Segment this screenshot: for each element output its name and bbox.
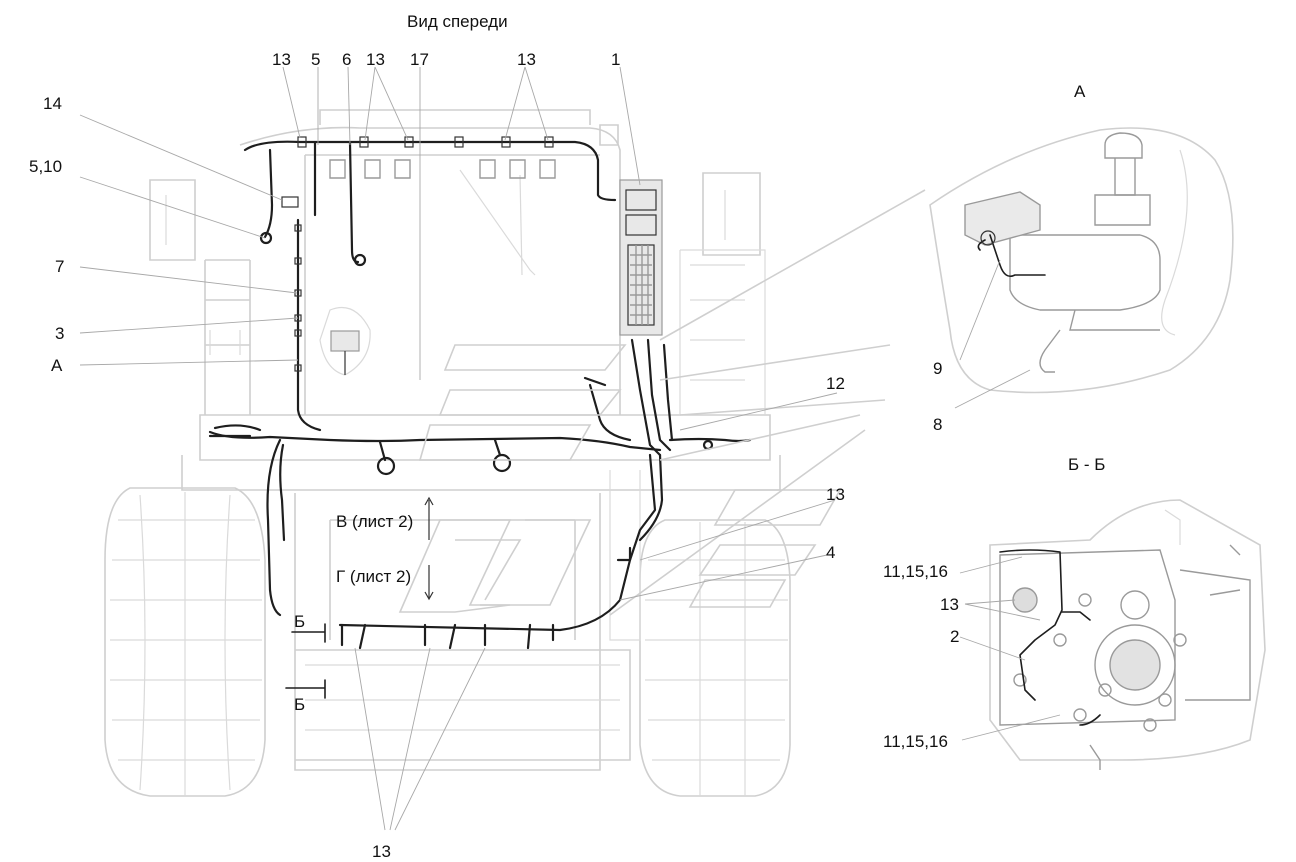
callout-5-top: 5 [311,50,320,69]
view-a-title: А [1074,82,1086,101]
callout-1-top: 1 [611,50,620,69]
callout-13-bb: 13 [940,595,959,614]
callout-3: 3 [55,324,64,343]
section-ref-v: В (лист 2) [336,512,413,531]
callout-14: 14 [43,94,62,113]
callout-7: 7 [55,257,64,276]
callout-13-top-right: 13 [517,50,536,69]
view-bb-detail [959,499,1266,770]
callout-13-top-mid: 13 [366,50,385,69]
section-arrows [285,496,434,699]
labels: Вид спереди А Б - Б 13 5 6 13 17 13 1 14… [29,12,1105,861]
section-ref-g: Г (лист 2) [336,567,411,586]
arrow-overlay [398,189,926,616]
view-bb-title: Б - Б [1068,455,1105,474]
wiring-harness [208,136,752,650]
section-mark-b-lower: Б [294,695,305,714]
callout-6-top: 6 [342,50,351,69]
machine-outline [104,109,791,797]
callout-11-15-16-top: 11,15,16 [883,562,948,581]
callout-12: 12 [826,374,845,393]
callout-4: 4 [826,543,835,562]
callout-8: 8 [933,415,942,434]
right-wheel [639,519,791,797]
callout-13-right: 13 [826,485,845,504]
section-mark-b-upper: Б [294,612,305,631]
callout-13-top-left: 13 [272,50,291,69]
left-wheel [104,487,266,797]
callout-5-10: 5,10 [29,157,62,176]
callout-2: 2 [950,627,959,646]
callout-11-15-16-bottom: 11,15,16 [883,732,948,751]
callout-a-left: А [51,356,63,375]
view-a-detail [929,127,1234,409]
leader-lines [79,66,838,831]
callout-13-bottom: 13 [372,842,391,861]
callout-9: 9 [933,359,942,378]
callout-17-top: 17 [410,50,429,69]
diagram-title: Вид спереди [407,12,508,31]
